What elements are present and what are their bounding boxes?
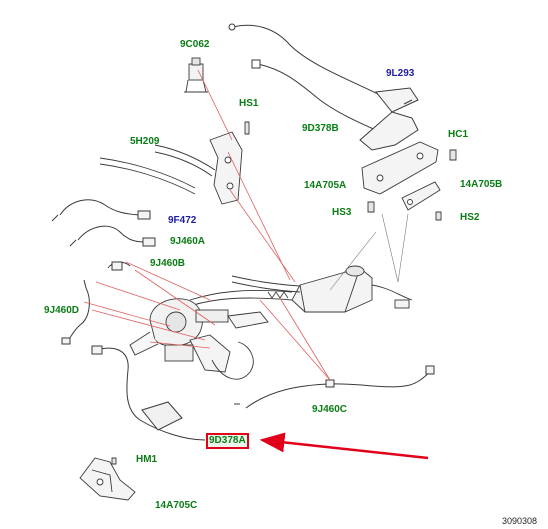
sensor-harness-9d378b — [228, 23, 419, 151]
temperature-sensor-9j460c — [234, 365, 435, 409]
label-9c062: 9C062 — [180, 39, 210, 50]
label-9j460a: 9J460A — [170, 236, 206, 247]
label-9d378a-highlighted: 9D378A — [206, 433, 249, 449]
label-hs3: HS3 — [332, 207, 352, 218]
temperature-sensors-9j460 — [61, 261, 131, 345]
label-hm1: HM1 — [136, 454, 158, 465]
label-14a705a: 14A705A — [304, 180, 347, 191]
callout-leader-lines — [83, 69, 331, 381]
sensor-harness-9d378a — [91, 345, 206, 441]
bracket-14a705c — [79, 457, 136, 501]
heat-shield-bracket-5h209 — [99, 121, 250, 205]
callout-leader-lines-gray — [329, 213, 409, 291]
label-9l293: 9L293 — [386, 68, 415, 79]
label-hs2: HS2 — [460, 212, 480, 223]
label-9j460b: 9J460B — [150, 258, 186, 269]
label-hc1: HC1 — [448, 129, 469, 140]
figure-reference-number: 3090308 — [502, 516, 538, 526]
label-hs1: HS1 — [239, 98, 259, 109]
engine-exhaust-assembly — [129, 265, 413, 380]
oxygen-sensors-left — [51, 199, 156, 247]
pressure-sensor-9c062 — [184, 57, 208, 93]
label-14a705b: 14A705B — [460, 179, 503, 190]
label-9d378b: 9D378B — [302, 123, 339, 134]
label-14a705c: 14A705C — [155, 500, 198, 511]
label-9f472: 9F472 — [168, 215, 197, 226]
label-5h209: 5H209 — [130, 136, 160, 147]
label-9j460c: 9J460C — [312, 404, 348, 415]
label-9j460d: 9J460D — [44, 305, 80, 316]
highlight-arrow — [259, 432, 429, 460]
bracket-14a705 — [361, 141, 457, 221]
